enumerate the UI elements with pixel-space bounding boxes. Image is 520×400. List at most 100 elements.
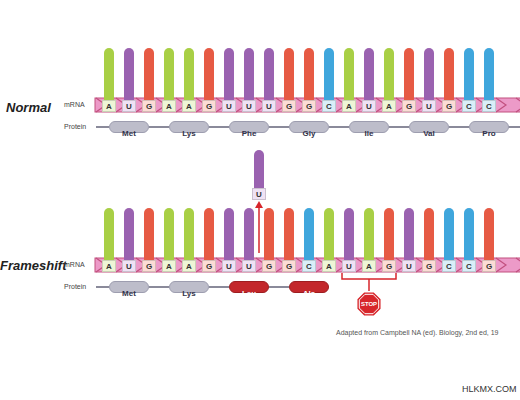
nucleotide-stalk: [104, 208, 114, 262]
nucleotide-stalk: [404, 208, 414, 262]
nucleotide-stalk: [444, 208, 454, 262]
backbone-chevron: [516, 98, 520, 112]
nucleotide: A: [102, 208, 116, 272]
nucleotide-stalk: [284, 208, 294, 262]
nucleotide: C: [302, 208, 316, 272]
nucleotide-stalk: [364, 48, 374, 102]
nucleotide: C: [462, 208, 476, 272]
base-letter: G: [382, 260, 396, 272]
amino-acid: Leu: [229, 281, 269, 293]
base-letter: G: [142, 100, 156, 112]
row-title: Normal: [6, 100, 51, 115]
nucleotide: G: [302, 48, 316, 112]
base-letter: A: [102, 260, 116, 272]
amino-acid-name: Pro: [482, 129, 495, 138]
watermark: HLKMX.COM: [462, 384, 517, 394]
nucleotide: U: [422, 48, 436, 112]
amino-acid-name: Lys: [182, 289, 196, 298]
nucleotide: U: [252, 150, 266, 200]
amino-acid-name: Phe: [242, 129, 257, 138]
nucleotide-stalk: [304, 48, 314, 102]
amino-acid: Lys: [169, 121, 209, 133]
base-letter: A: [322, 260, 336, 272]
backbone-chevron: [496, 98, 506, 112]
nucleotide-stalk: [284, 48, 294, 102]
chain-line: [96, 126, 109, 128]
amino-acid-name: Lys: [182, 129, 196, 138]
nucleotide: U: [402, 208, 416, 272]
amino-acid: Val: [409, 121, 449, 133]
base-letter: U: [402, 260, 416, 272]
peptide-bond: [209, 126, 229, 128]
mrna-backbone: [95, 258, 520, 272]
amino-acid-name: Met: [122, 289, 136, 298]
amino-acid-name: Val: [423, 129, 435, 138]
base-letter: G: [282, 100, 296, 112]
base-letter: U: [342, 260, 356, 272]
base-letter: U: [122, 100, 136, 112]
base-letter: C: [302, 260, 316, 272]
nucleotide: A: [162, 48, 176, 112]
base-letter: U: [252, 188, 266, 200]
nucleotide: U: [262, 48, 276, 112]
base-letter: A: [342, 100, 356, 112]
nucleotide: C: [442, 208, 456, 272]
caption: Adapted from Campbell NA (ed). Biology, …: [336, 329, 499, 336]
nucleotide: G: [382, 208, 396, 272]
base-letter: U: [422, 100, 436, 112]
base-letter: C: [462, 100, 476, 112]
nucleotide-stalk: [444, 48, 454, 102]
mrna-backbone: [95, 98, 520, 112]
backbone-chevron: [496, 258, 506, 272]
row-label: mRNA: [64, 101, 85, 108]
base-letter: C: [482, 100, 496, 112]
base-letter: G: [202, 100, 216, 112]
peptide-bond: [329, 126, 349, 128]
base-letter: G: [482, 260, 496, 272]
nucleotide: U: [342, 208, 356, 272]
nucleotide: G: [282, 48, 296, 112]
base-letter: A: [162, 100, 176, 112]
nucleotide-stalk: [124, 208, 134, 262]
amino-acid: Ala: [289, 281, 329, 293]
base-letter: A: [382, 100, 396, 112]
nucleotide-stalk: [384, 208, 394, 262]
row-title: Frameshift: [0, 258, 66, 273]
nucleotide: U: [122, 48, 136, 112]
base-letter: C: [442, 260, 456, 272]
nucleotide: A: [322, 208, 336, 272]
nucleotide: G: [422, 208, 436, 272]
peptide-bond: [389, 126, 409, 128]
chain-line: [96, 286, 109, 288]
nucleotide-stalk: [164, 208, 174, 262]
nucleotide: A: [182, 208, 196, 272]
base-letter: U: [242, 100, 256, 112]
peptide-bond: [449, 126, 469, 128]
nucleotide: C: [482, 48, 496, 112]
amino-acid: Met: [109, 281, 149, 293]
nucleotide: C: [462, 48, 476, 112]
nucleotide: G: [142, 48, 156, 112]
nucleotide: G: [202, 208, 216, 272]
amino-acid: Pro: [469, 121, 509, 133]
amino-acid-name: Leu: [242, 289, 256, 298]
nucleotide-stalk: [254, 150, 264, 190]
arrow-head: [255, 201, 263, 208]
base-letter: U: [222, 100, 236, 112]
backbone-chevron: [516, 258, 520, 272]
row-label: mRNA: [64, 261, 85, 268]
nucleotide-stalk: [344, 208, 354, 262]
base-letter: G: [442, 100, 456, 112]
stop-sign: STOP: [356, 291, 382, 317]
nucleotide: A: [182, 48, 196, 112]
base-letter: G: [282, 260, 296, 272]
nucleotide-stalk: [184, 48, 194, 102]
amino-acid: Met: [109, 121, 149, 133]
nucleotide: U: [242, 208, 256, 272]
base-letter: G: [262, 260, 276, 272]
nucleotide-stalk: [204, 48, 214, 102]
nucleotide: G: [202, 48, 216, 112]
peptide-bond: [149, 286, 169, 288]
amino-acid-name: Ala: [303, 289, 315, 298]
nucleotide: G: [402, 48, 416, 112]
